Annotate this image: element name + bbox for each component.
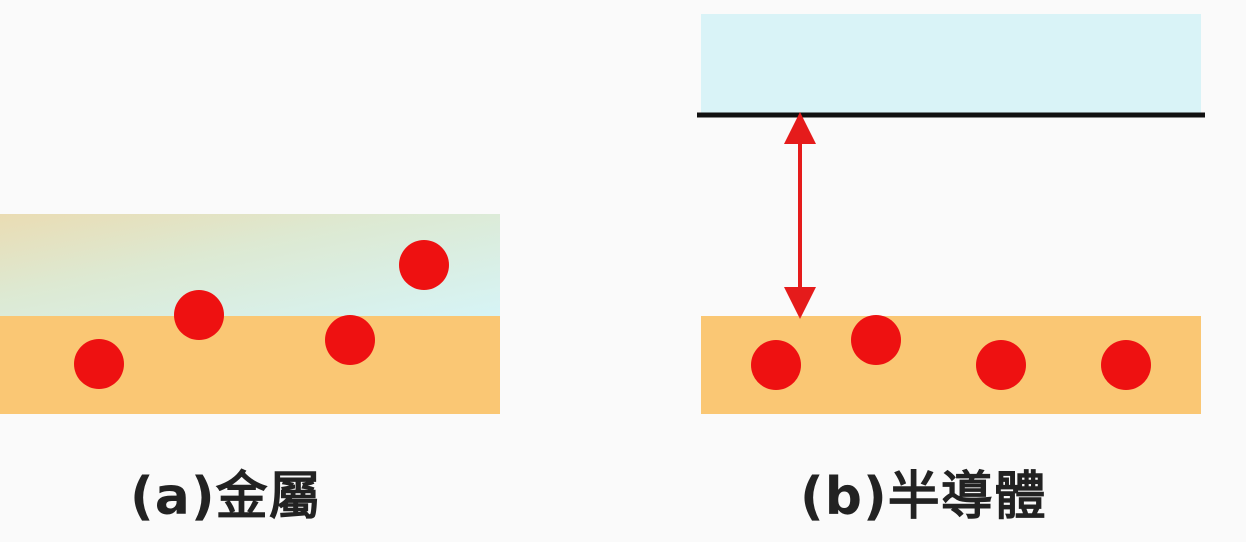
semiconductor-electron-4 <box>1101 340 1151 390</box>
metal-caption: (a)金屬 <box>130 467 322 527</box>
metal-electron-4 <box>399 240 449 290</box>
metal-electron-1 <box>74 339 124 389</box>
semiconductor-electron-1 <box>751 340 801 390</box>
metal-electron-2 <box>174 290 224 340</box>
semiconductor-panel <box>697 14 1205 414</box>
metal-electron-3 <box>325 315 375 365</box>
metal-panel <box>0 214 500 414</box>
semiconductor-caption: (b)半導體 <box>800 467 1047 527</box>
semiconductor-electron-3 <box>976 340 1026 390</box>
semiconductor-electron-2 <box>851 315 901 365</box>
conduction-band <box>701 14 1201 115</box>
